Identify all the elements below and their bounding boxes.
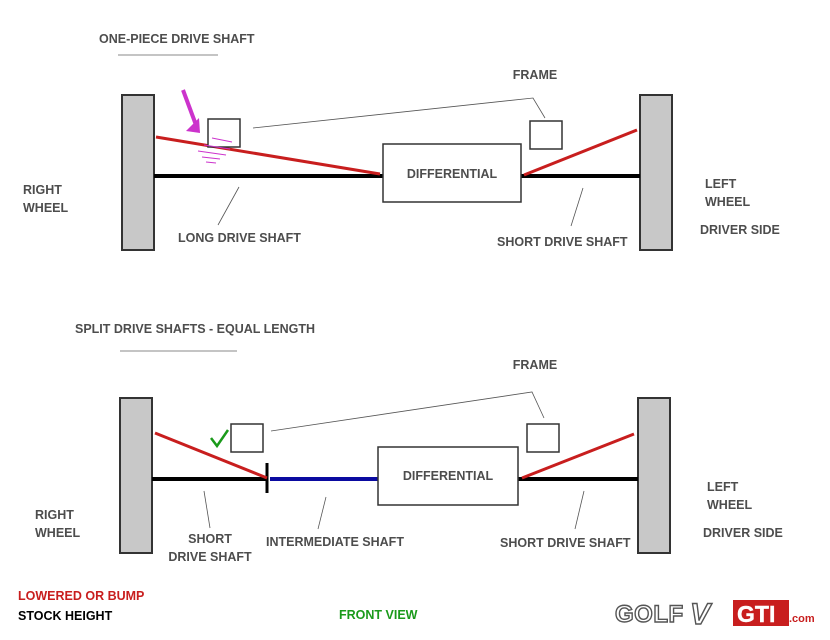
top-short-shaft-label: SHORT DRIVE SHAFT <box>497 235 628 249</box>
bottom-short-shaft-left-label: SHORT DRIVE SHAFT <box>500 536 631 550</box>
front-view-label: FRONT VIEW <box>339 608 418 622</box>
legend-stock: STOCK HEIGHT <box>18 609 113 623</box>
bottom-short-shaft-left-leader <box>574 490 585 530</box>
top-short-shaft-leader <box>570 187 584 227</box>
bottom-diagram: SPLIT DRIVE SHAFTS - EQUAL LENGTH DIFFER… <box>35 322 783 564</box>
logo-v: V <box>690 598 713 631</box>
bottom-short-shaft-right-label-2: DRIVE SHAFT <box>168 550 252 564</box>
bottom-short-shaft-right-label-1: SHORT <box>188 532 232 546</box>
top-left-wheel-label-2: WHEEL <box>705 195 751 209</box>
top-frame-leader <box>252 97 546 129</box>
top-right-wheel <box>121 94 155 251</box>
top-warning-arrow <box>181 89 198 126</box>
top-frame-box-left <box>529 120 563 150</box>
top-short-shaft-lowered <box>523 128 638 177</box>
bottom-intermediate-shaft-leader <box>317 496 327 530</box>
bottom-driver-side-label: DRIVER SIDE <box>703 526 783 540</box>
top-long-shaft-label: LONG DRIVE SHAFT <box>178 231 301 245</box>
bottom-short-shaft-left-lowered <box>521 432 635 480</box>
top-title: ONE-PIECE DRIVE SHAFT <box>99 32 255 46</box>
bottom-short-shaft-right-lowered <box>154 431 268 480</box>
top-right-wheel-label-2: WHEEL <box>23 201 69 215</box>
bottom-differential <box>377 446 519 506</box>
top-left-wheel-label-1: LEFT <box>705 177 737 191</box>
logo-gti-bg <box>733 600 789 626</box>
top-frame-box-right <box>207 118 241 148</box>
top-right-wheel-label-1: RIGHT <box>23 183 62 197</box>
bottom-right-wheel <box>119 397 153 554</box>
top-driver-side-label: DRIVER SIDE <box>700 223 780 237</box>
bottom-differential-label: DIFFERENTIAL <box>403 469 494 483</box>
top-long-shaft-lowered <box>155 135 381 176</box>
top-diagram: ONE-PIECE DRIVE SHAFT DIFFERENTIAL FRAME <box>23 32 780 251</box>
logo-golf: GOLF <box>615 601 684 628</box>
check-icon <box>210 429 230 449</box>
bottom-frame-leader <box>270 391 545 432</box>
logo-gti: GTI <box>737 601 775 627</box>
top-left-wheel <box>639 94 673 251</box>
top-differential-label: DIFFERENTIAL <box>407 167 498 181</box>
top-warning-arrow-head <box>186 118 200 133</box>
top-frame-label: FRAME <box>513 68 557 82</box>
bottom-left-wheel-label-1: LEFT <box>707 480 739 494</box>
bottom-left-wheel <box>637 397 671 554</box>
bottom-frame-box-left <box>526 423 560 453</box>
bottom-frame-box-right <box>230 423 264 453</box>
top-contact-hatch <box>197 137 233 164</box>
top-long-shaft-leader <box>217 186 240 226</box>
bottom-intermediate-shaft-label: INTERMEDIATE SHAFT <box>266 535 404 549</box>
bottom-short-shaft-right-leader <box>203 490 211 529</box>
golfgti-logo: GOLF V GTI .com <box>614 597 815 631</box>
bottom-title: SPLIT DRIVE SHAFTS - EQUAL LENGTH <box>75 322 315 336</box>
bottom-right-wheel-label-2: WHEEL <box>35 526 81 540</box>
legend: LOWERED OR BUMP STOCK HEIGHT FRONT VIEW <box>18 589 418 623</box>
legend-lowered: LOWERED OR BUMP <box>18 589 144 603</box>
bottom-left-wheel-label-2: WHEEL <box>707 498 753 512</box>
bottom-right-wheel-label-1: RIGHT <box>35 508 74 522</box>
logo-com: .com <box>789 613 815 625</box>
bottom-frame-label: FRAME <box>513 358 557 372</box>
top-differential <box>382 143 522 203</box>
